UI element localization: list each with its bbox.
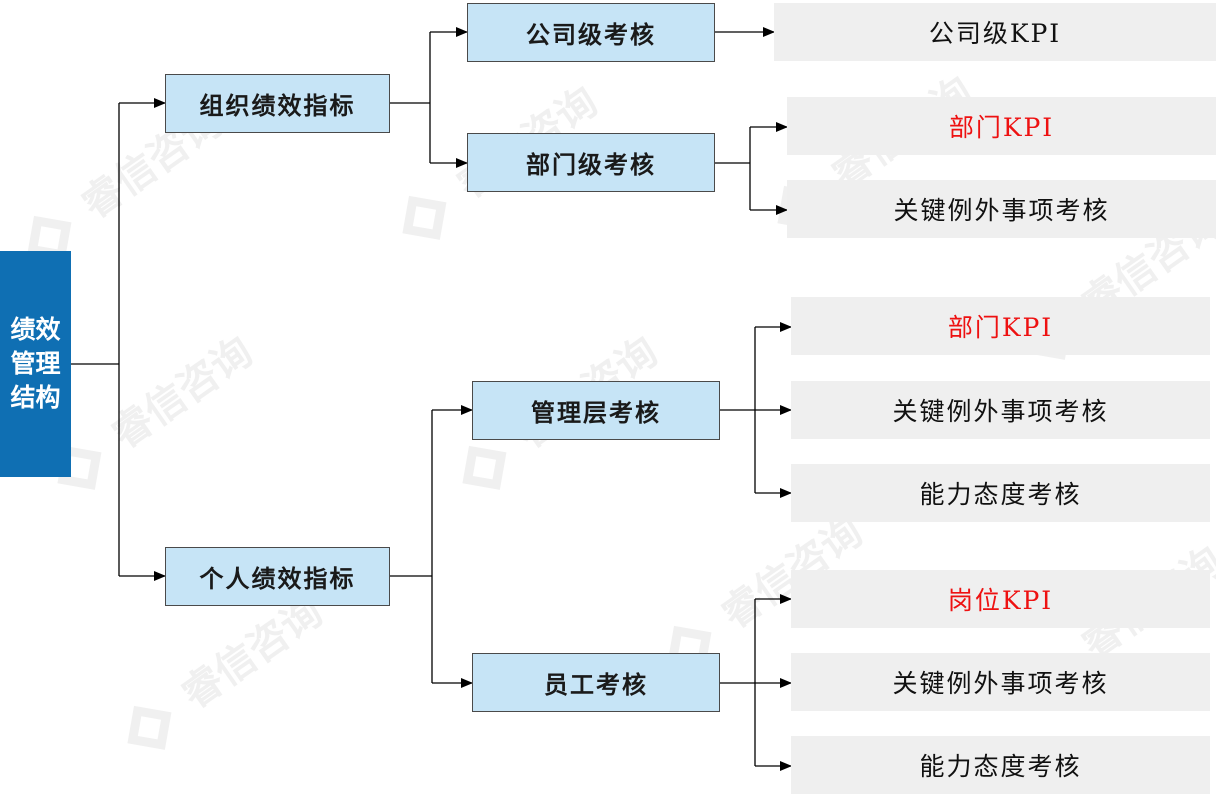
department-assessment-node: 部门级考核	[467, 133, 715, 192]
management-assessment-node: 管理层考核	[472, 381, 720, 440]
company-assessment-node: 公司级考核	[467, 3, 715, 62]
leaf-department-kpi: 部门KPI	[791, 297, 1210, 355]
employee-assessment-node: 员工考核	[472, 653, 720, 712]
leaf-department-kpi: 部门KPI	[787, 97, 1216, 155]
personal-performance-node: 个人绩效指标	[165, 547, 390, 606]
org-performance-node: 组织绩效指标	[165, 74, 390, 133]
leaf-key-exception: 关键例外事项考核	[791, 381, 1210, 439]
leaf-position-kpi: 岗位KPI	[791, 570, 1210, 628]
leaf-ability-attitude: 能力态度考核	[791, 736, 1210, 794]
leaf-key-exception: 关键例外事项考核	[791, 653, 1210, 711]
root-node: 绩效管理结构	[0, 251, 71, 477]
root-label: 绩效管理结构	[10, 315, 61, 412]
leaf-company-kpi: 公司级KPI	[774, 3, 1216, 61]
leaf-key-exception: 关键例外事项考核	[787, 180, 1216, 238]
leaf-ability-attitude: 能力态度考核	[791, 464, 1210, 522]
